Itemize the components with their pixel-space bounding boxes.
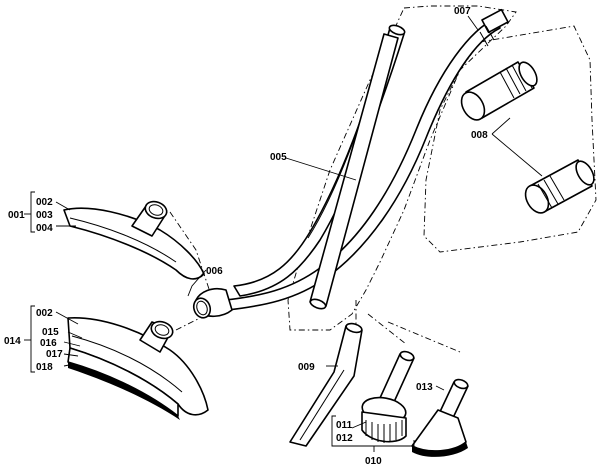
label-011: 011 xyxy=(336,420,353,431)
label-007: 007 xyxy=(454,6,471,17)
tool-link-010 xyxy=(367,313,407,345)
label-013: 013 xyxy=(416,382,433,393)
label-012: 012 xyxy=(336,433,353,444)
upholstery-tool-013 xyxy=(411,378,469,457)
label-009: 009 xyxy=(298,362,315,373)
nozzle-link-014 xyxy=(175,317,201,331)
hose-group-outline xyxy=(287,5,517,331)
label-018: 018 xyxy=(36,362,53,373)
label-014: 014 xyxy=(4,336,21,347)
label-001: 001 xyxy=(8,210,25,221)
part-labels: 001 002 003 004 005 006 007 008 009 010 … xyxy=(4,6,488,467)
crevice-tool-009 xyxy=(289,322,363,447)
label-017: 017 xyxy=(46,349,63,360)
label-002-lower: 002 xyxy=(36,308,53,319)
round-brush-010 xyxy=(361,350,415,443)
label-008: 008 xyxy=(471,130,488,141)
label-010: 010 xyxy=(365,456,382,467)
label-016: 016 xyxy=(40,338,57,349)
flexible-hose-007 xyxy=(192,8,509,319)
label-003: 003 xyxy=(36,210,53,221)
tool-link-013 xyxy=(387,321,461,353)
connector-008-lower xyxy=(524,159,595,214)
group-outlines xyxy=(169,5,597,353)
label-002-upper: 002 xyxy=(36,197,53,208)
label-015: 015 xyxy=(42,327,59,338)
straight-wand xyxy=(309,33,399,310)
leader-lines xyxy=(24,15,543,452)
floor-nozzle-001 xyxy=(63,200,205,280)
label-006: 006 xyxy=(206,266,223,277)
label-005: 005 xyxy=(270,152,287,163)
connector-008-upper xyxy=(460,61,538,121)
floor-nozzle-014 xyxy=(67,317,209,420)
connector-group-outline xyxy=(423,25,597,253)
label-004: 004 xyxy=(36,223,53,234)
nozzle-link-001 xyxy=(169,211,211,293)
